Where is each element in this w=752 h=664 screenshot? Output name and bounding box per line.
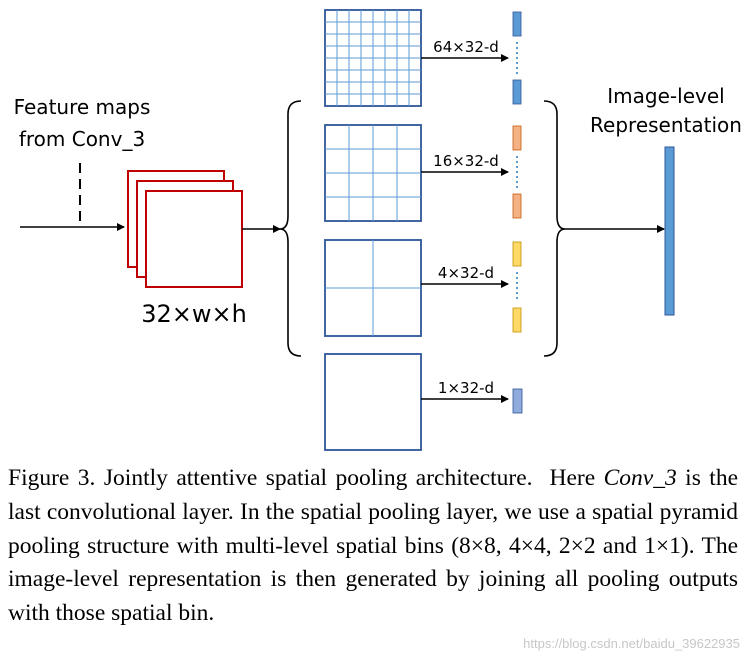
vector-2x2-bottom — [512, 307, 522, 333]
watermark: https://blog.csdn.net/baidu_39622935 — [523, 636, 740, 651]
caption-here: Here — [549, 465, 596, 491]
output-representation-bar — [664, 146, 675, 316]
caption-conv-name: Conv_3 — [603, 465, 677, 491]
right-brace — [543, 100, 566, 357]
architecture-diagram: Feature maps from Conv_3 32×w×h 64×32-d … — [14, 9, 742, 451]
pyramid-level-8x8: 64×32-d — [324, 9, 522, 107]
output-label-line2: Representation — [590, 113, 742, 137]
grid-2x2-lines — [325, 240, 421, 336]
feature-dims-label: 32×w×h — [141, 300, 247, 328]
caption-line1: Jointly attentive spatial pooling archit… — [103, 465, 533, 491]
input-label-line1: Feature maps — [14, 95, 151, 119]
output-label-line1: Image-level — [607, 84, 724, 108]
vector-4x4-top — [512, 125, 522, 151]
caption-figure-label: Figure 3. — [8, 465, 96, 491]
caption-rest: we use a spatial pyramid pooling structu… — [8, 498, 738, 627]
pyramid-level-2x2: 4×32-d — [324, 239, 522, 337]
input-label-line2: from Conv_3 — [19, 127, 145, 151]
caption-line2: is the last convolutional layer. In the … — [8, 465, 739, 525]
vector-2x2-top — [512, 241, 522, 267]
grid-1x1 — [324, 353, 422, 451]
feature-maps-stack — [127, 170, 243, 288]
level-label-4x4: 16×32-d — [433, 152, 499, 170]
vector-4x4-bottom — [512, 193, 522, 219]
grid-4x4-lines — [325, 125, 421, 221]
left-brace — [279, 100, 302, 357]
pyramid-level-4x4: 16×32-d — [324, 124, 522, 222]
vector-1x1 — [512, 388, 523, 414]
figure-caption: Figure 3. Jointly attentive spatial pool… — [8, 462, 738, 631]
level-label-1x1: 1×32-d — [438, 379, 494, 397]
level-label-2x2: 4×32-d — [438, 264, 494, 282]
pyramid-level-1x1: 1×32-d — [324, 353, 523, 451]
grid-8x8-lines — [325, 10, 421, 106]
vector-8x8-top — [512, 11, 522, 37]
vector-8x8-bottom — [512, 79, 522, 105]
feature-map-front — [145, 190, 243, 288]
level-label-8x8: 64×32-d — [433, 38, 499, 56]
